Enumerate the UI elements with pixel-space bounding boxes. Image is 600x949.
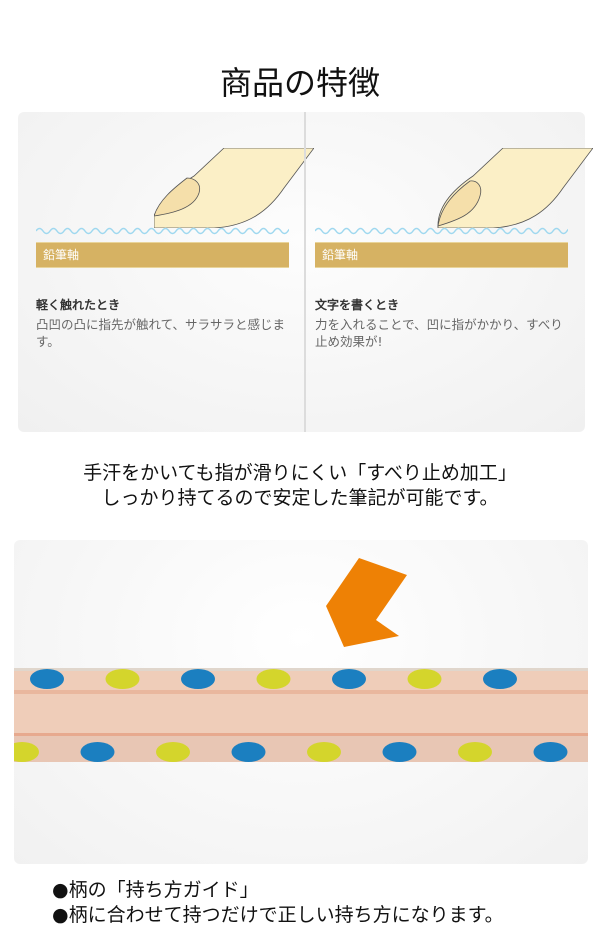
dot bbox=[533, 742, 568, 762]
wave-line bbox=[315, 227, 568, 235]
feature-panel: 鉛筆軸 軽く触れたとき 凸凹の凸に指先が触れて、サラサラと感じます。 鉛筆軸 文… bbox=[18, 112, 593, 432]
panel-heading: 軽く触れたとき bbox=[36, 298, 121, 312]
dot bbox=[458, 742, 492, 762]
dot bbox=[105, 669, 140, 689]
finger-illustration bbox=[437, 148, 593, 228]
finger-illustration bbox=[154, 148, 314, 228]
panel-writing: 鉛筆軸 文字を書くとき 力を入れることで、凹に指がかかり、すべり止め効果が! bbox=[315, 112, 593, 432]
panel-body: 力を入れることで、凹に指がかかり、すべり止め効果が! bbox=[315, 317, 563, 349]
dot bbox=[156, 742, 190, 762]
caption-line: しっかり持てるので安定した筆記が可能です。 bbox=[101, 487, 499, 509]
dot bbox=[80, 742, 115, 762]
dot bbox=[332, 669, 366, 689]
divider bbox=[304, 112, 306, 432]
dot bbox=[483, 669, 517, 689]
dot bbox=[382, 742, 417, 762]
panel-body: 凸凹の凸に指先が触れて、サラサラと感じます。 bbox=[36, 317, 286, 349]
pencil-axis-bar: 鉛筆軸 bbox=[36, 242, 289, 268]
dot bbox=[231, 742, 266, 762]
pencil-axis-bar: 鉛筆軸 bbox=[315, 242, 568, 268]
panel-light-touch: 鉛筆軸 軽く触れたとき 凸凹の凸に指先が触れて、サラサラと感じます。 bbox=[36, 112, 314, 432]
dot bbox=[307, 742, 341, 762]
dot bbox=[30, 669, 64, 689]
wave-line bbox=[36, 227, 289, 235]
pencil-image bbox=[14, 558, 588, 762]
pencil-photo bbox=[14, 540, 588, 864]
caption-line: 手汗をかいても指が滑りにくい「すべり止め加工」 bbox=[83, 462, 517, 484]
arrow-icon bbox=[326, 558, 407, 647]
page-title: 商品の特徴 bbox=[219, 64, 380, 102]
dot bbox=[181, 669, 215, 689]
dot bbox=[256, 669, 291, 689]
note-line: ●柄の「持ち方ガイド」 bbox=[52, 879, 259, 901]
dot bbox=[14, 742, 39, 762]
dot bbox=[407, 669, 442, 689]
note-line: ●柄に合わせて持つだけで正しい持ち方になります。 bbox=[52, 904, 504, 926]
panel-heading: 文字を書くとき bbox=[315, 298, 400, 312]
